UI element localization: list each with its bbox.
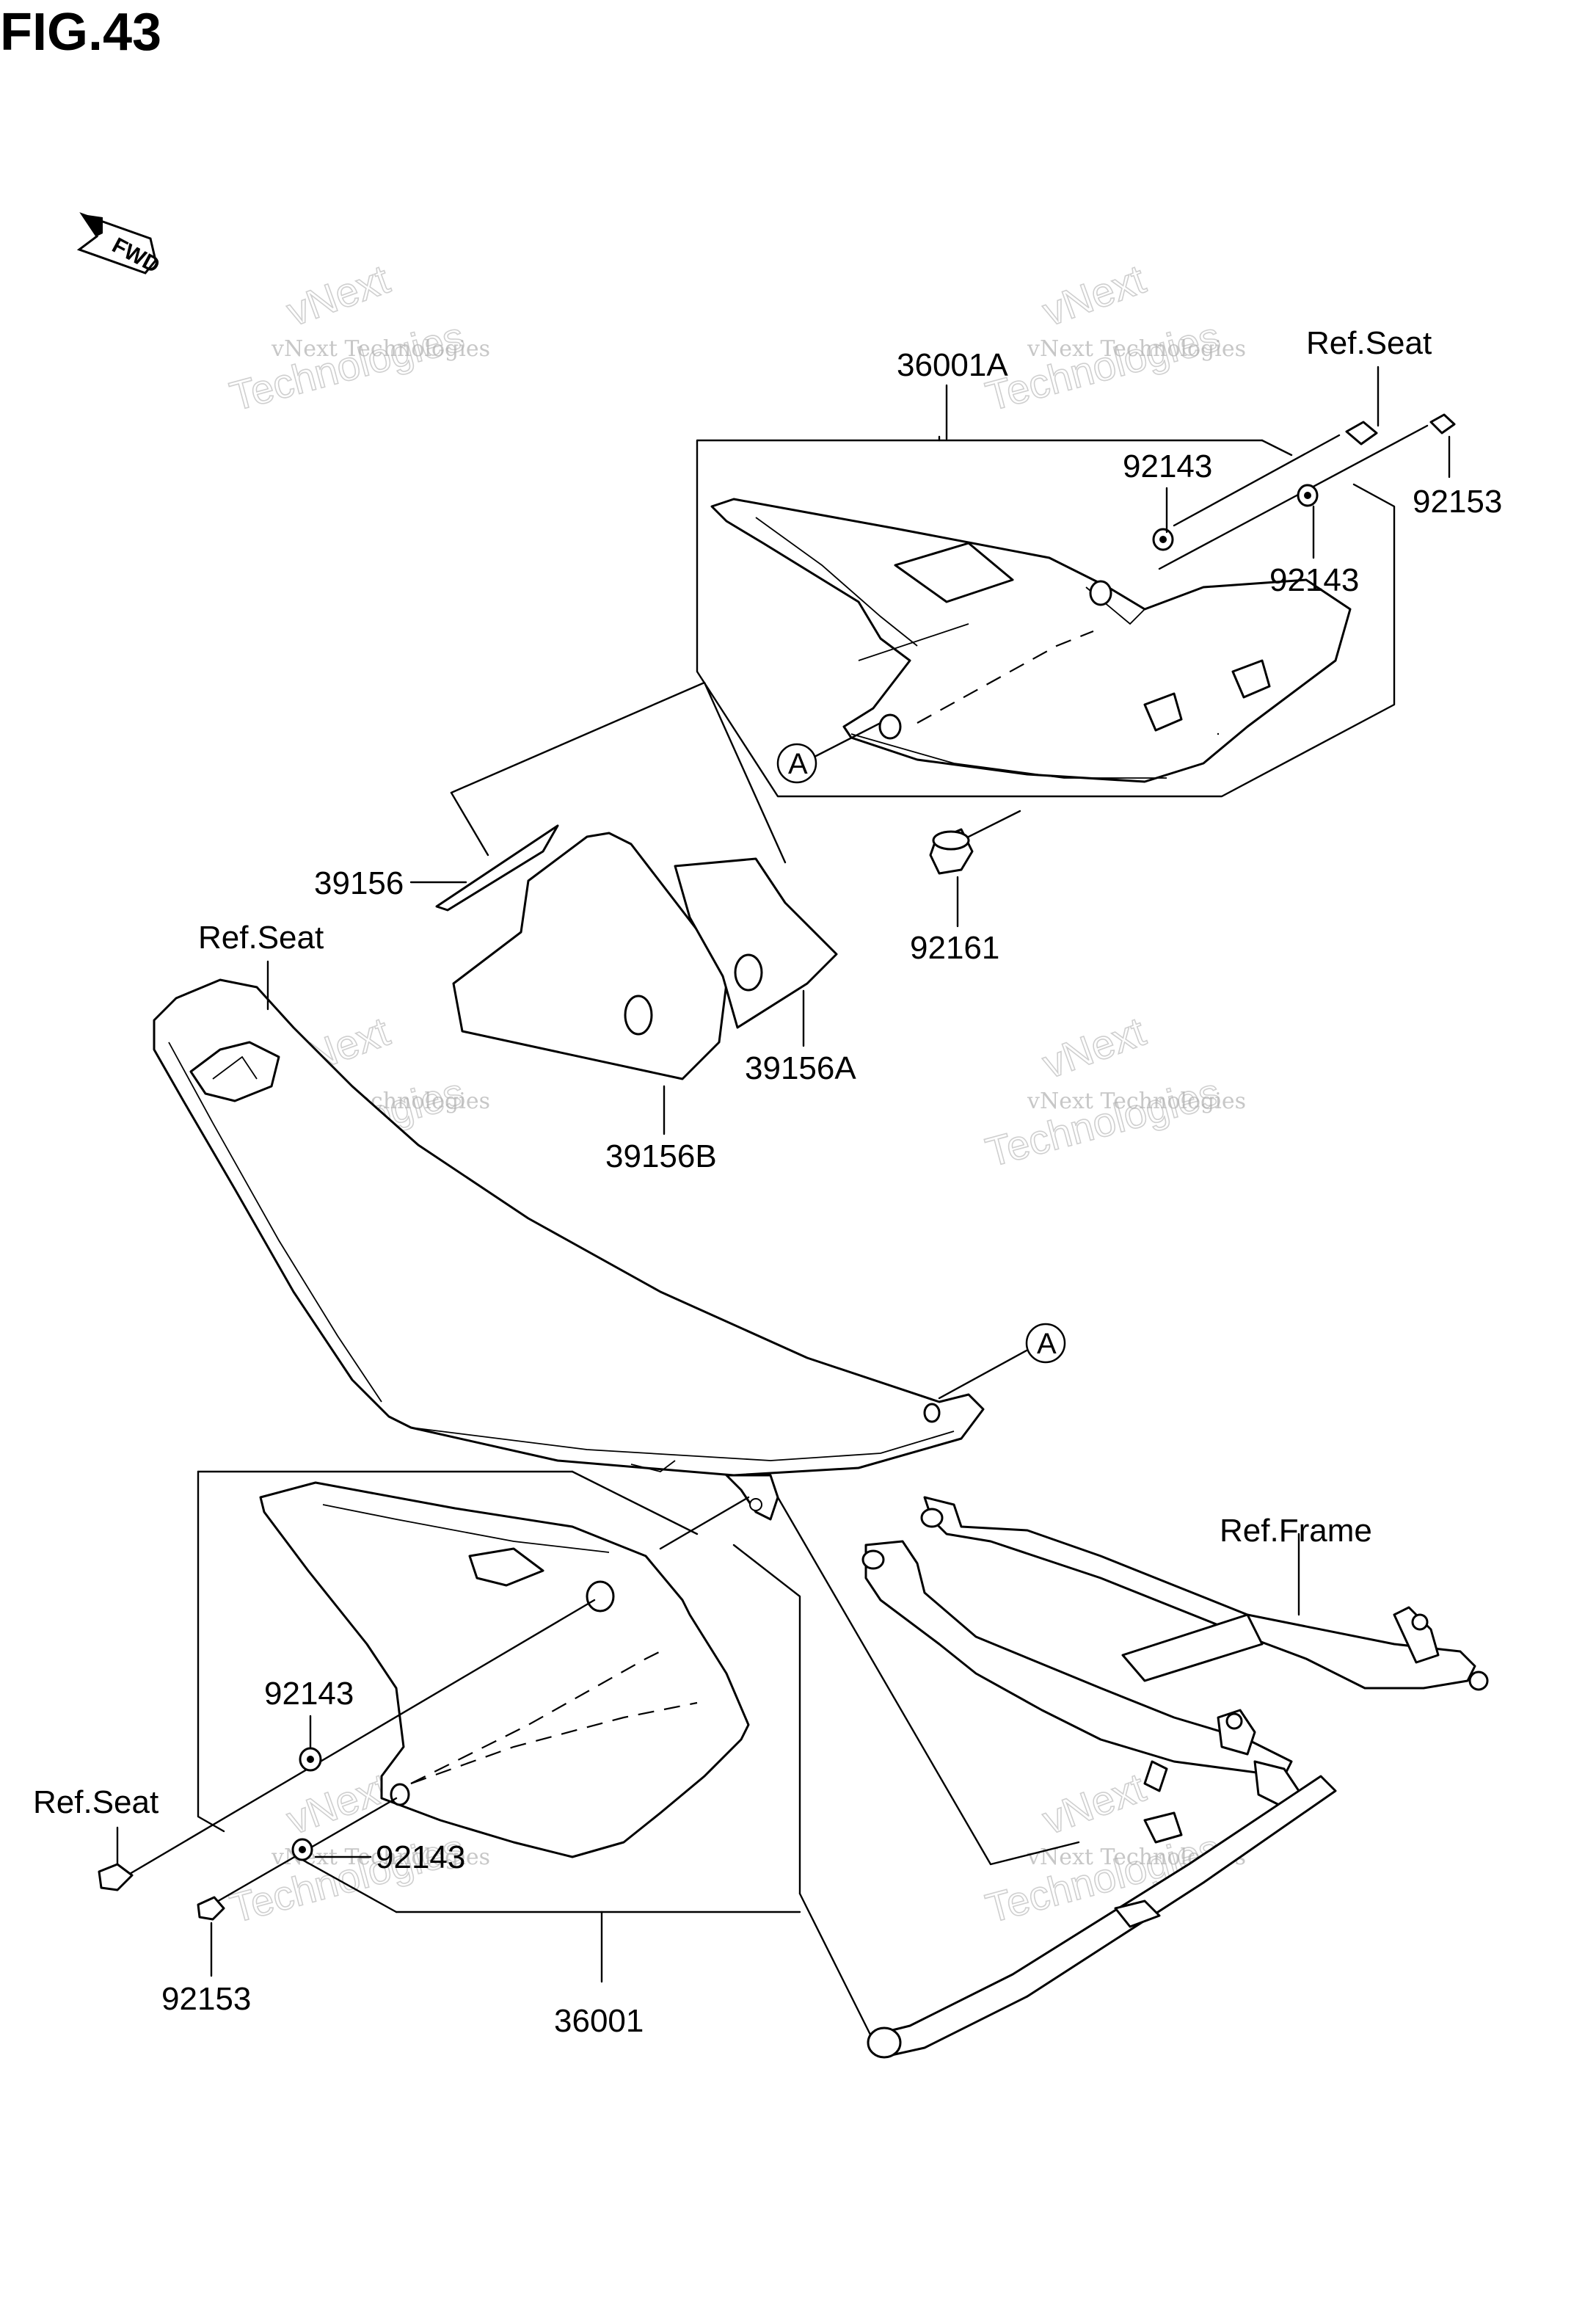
callout-92143-a: 92143	[1123, 448, 1212, 484]
callout-92153-b: 92153	[161, 1981, 251, 2017]
svg-text:vNext: vNext	[1037, 1764, 1151, 1843]
callout-36001a: 36001A	[897, 347, 1008, 383]
watermark-4: vNext vNext Technologies Technologies	[980, 1007, 1246, 1176]
decal-39156b	[452, 832, 728, 1080]
callout-92143-d: 92143	[376, 1839, 465, 1875]
svg-text:Technologies: Technologies	[981, 1069, 1225, 1175]
side-cover-36001a	[696, 435, 1396, 846]
washer-92143-a	[1152, 528, 1174, 551]
callout-92153-a: 92153	[1413, 484, 1502, 520]
side-cover-36001	[120, 1470, 801, 1983]
decal-39156	[435, 824, 559, 912]
svg-text:vNext Technologies: vNext Technologies	[1027, 1088, 1246, 1114]
callout-92143-c: 92143	[264, 1676, 354, 1712]
svg-text:vNext: vNext	[1037, 255, 1151, 335]
callout-ref-seat-left: Ref.Seat	[198, 920, 324, 956]
watermark-6: vNext vNext Technologies Technologies	[980, 1763, 1246, 1932]
watermark-2: vNext vNext Technologies Technologies	[980, 255, 1246, 420]
svg-text:A: A	[788, 748, 808, 780]
marker-a-seat: A	[938, 1323, 1066, 1400]
svg-text:vNext: vNext	[281, 255, 396, 335]
fwd-arrow-icon: FWD	[76, 212, 164, 278]
svg-text:vNext Technologies: vNext Technologies	[271, 336, 490, 362]
washer-92143-d	[291, 1838, 313, 1861]
screw-ref-seat-top	[1173, 421, 1378, 527]
subframe-ref	[776, 1496, 1489, 2059]
seat-ref	[153, 978, 985, 1521]
callout-ref-frame: Ref.Frame	[1220, 1513, 1372, 1549]
callout-ref-seat-top: Ref.Seat	[1306, 325, 1432, 361]
figure-title: FIG.43	[0, 3, 161, 62]
callout-39156b: 39156B	[605, 1138, 717, 1174]
grommet-92161	[929, 828, 974, 875]
callout-39156a: 39156A	[745, 1050, 856, 1086]
callout-92161: 92161	[910, 930, 999, 966]
svg-text:vNext Technologies: vNext Technologies	[1027, 336, 1246, 362]
svg-text:Technologies: Technologies	[981, 313, 1225, 419]
callout-36001: 36001	[554, 2003, 644, 2039]
svg-text:Technologies: Technologies	[225, 313, 469, 419]
decal-39156a	[674, 857, 838, 1029]
callout-39156: 39156	[314, 865, 404, 901]
bolt-92153-top	[1158, 413, 1456, 570]
callout-92143-b: 92143	[1269, 562, 1359, 598]
watermark-1: vNext vNext Technologies Technologies	[225, 255, 490, 420]
bolt-92153-bottom	[197, 1896, 225, 1921]
marker-a-top: A	[776, 721, 882, 784]
svg-text:A: A	[1037, 1328, 1057, 1360]
washer-92143-c	[299, 1747, 322, 1772]
washer-92143-b	[1297, 484, 1319, 507]
svg-text:vNext: vNext	[1037, 1008, 1151, 1087]
callout-ref-seat-bottom: Ref.Seat	[33, 1784, 158, 1820]
screw-ref-seat-bottom	[98, 1863, 134, 1891]
